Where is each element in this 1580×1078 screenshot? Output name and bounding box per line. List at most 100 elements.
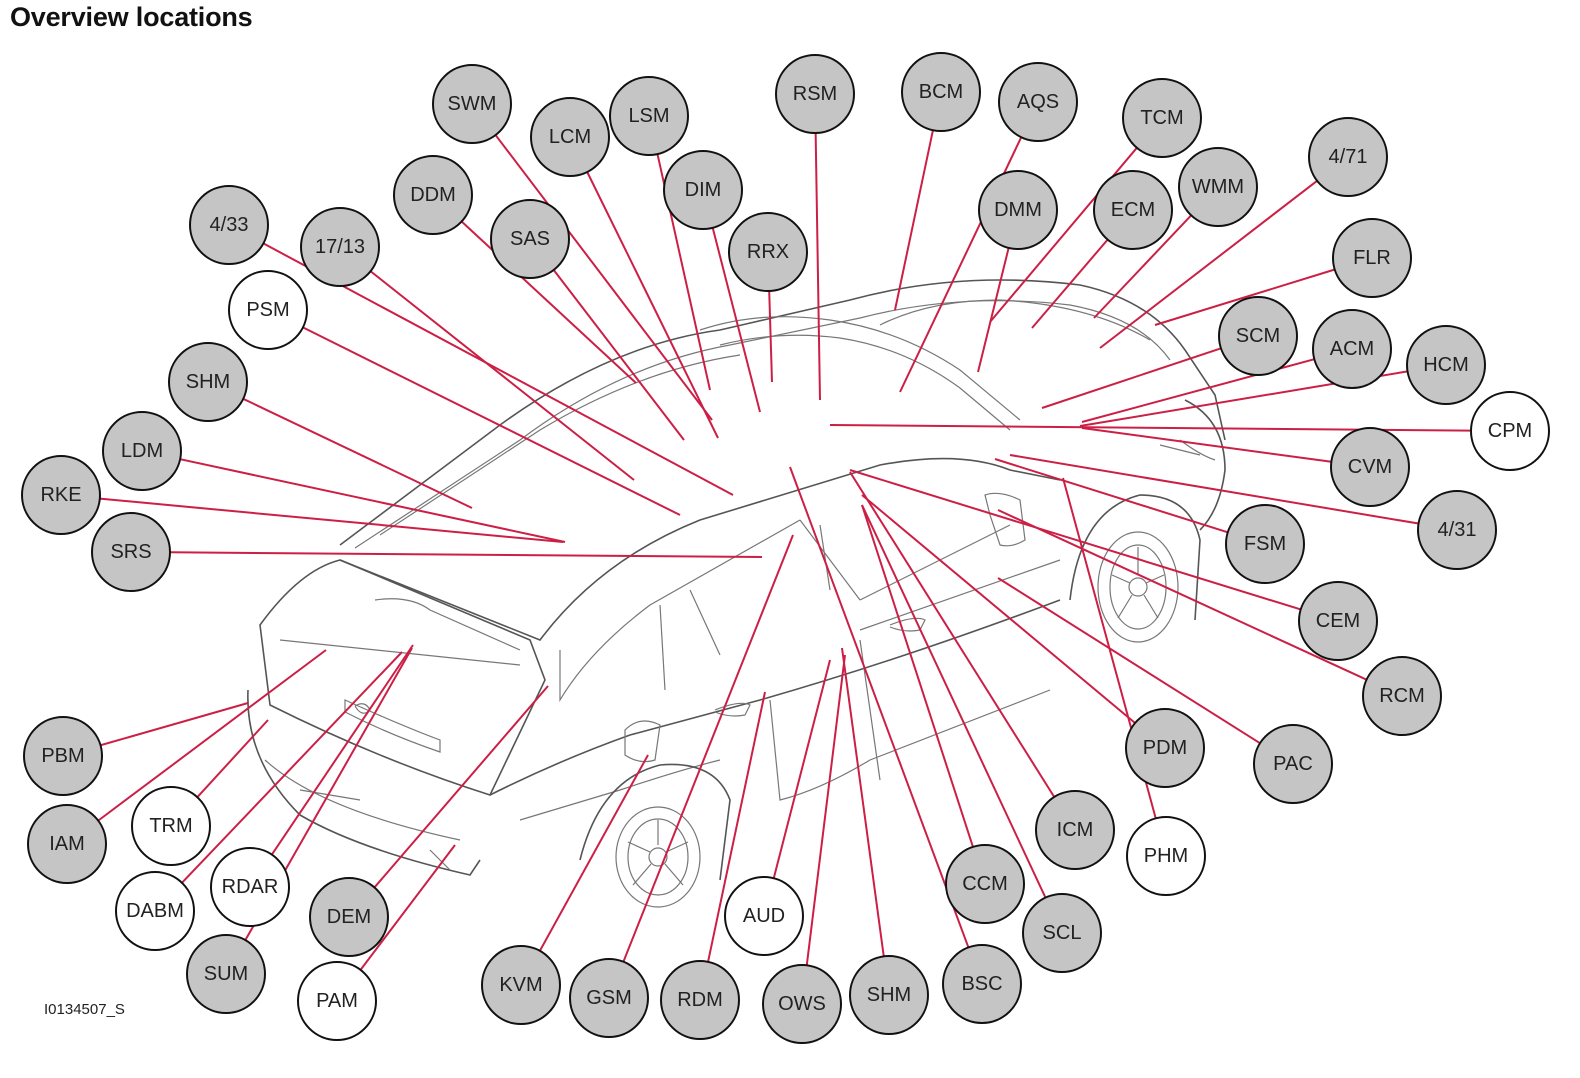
leader-line-rdm — [707, 691, 766, 963]
leader-line-4-31 — [1009, 454, 1419, 525]
module-label: PDM — [1143, 737, 1187, 759]
module-circle — [849, 955, 929, 1035]
module-label: 4/71 — [1329, 146, 1368, 168]
module-label: SWM — [448, 93, 497, 115]
module-label: CEM — [1316, 610, 1360, 632]
module-bubble-bcm: BCM — [901, 52, 981, 132]
module-label: WMM — [1192, 176, 1244, 198]
module-circle — [660, 960, 740, 1040]
module-label: SCL — [1043, 922, 1082, 944]
module-circle — [942, 944, 1022, 1024]
leader-line-scl — [861, 504, 1047, 899]
module-circle — [530, 97, 610, 177]
leader-line-rrx — [768, 290, 773, 383]
leader-line-swm — [494, 134, 713, 421]
module-label: DDM — [410, 184, 456, 206]
module-bubble-icm: ICM — [1035, 790, 1115, 870]
module-label: 4/31 — [1438, 519, 1477, 541]
module-bubble-kvm: KVM — [481, 945, 561, 1025]
module-circle — [432, 64, 512, 144]
leader-line-bcm — [894, 129, 934, 311]
module-bubble-rrx: RRX — [728, 212, 808, 292]
module-circle — [189, 185, 269, 265]
module-bubble-17-13: 17/13 — [300, 207, 380, 287]
module-bubble-phm: PHM — [1126, 816, 1206, 896]
reference-code: I0134507_S — [44, 1001, 125, 1018]
module-circle — [1312, 309, 1392, 389]
module-label: LSM — [628, 105, 669, 127]
leader-line-rke — [99, 497, 564, 543]
module-bubble-iam: IAM — [27, 804, 107, 884]
module-circle — [23, 716, 103, 796]
leader-line-cvm — [1081, 427, 1332, 463]
module-circle — [901, 52, 981, 132]
module-bubble-shm: SHM — [168, 342, 248, 422]
leader-line-ldm — [179, 458, 566, 543]
module-label: PSM — [246, 299, 289, 321]
leader-line-gsm — [622, 534, 794, 963]
module-bubble-rdm: RDM — [660, 960, 740, 1040]
module-bubble-cem: CEM — [1298, 581, 1378, 661]
module-bubble-dabm: DABM — [115, 871, 195, 951]
module-circle — [1035, 790, 1115, 870]
module-circle — [998, 62, 1078, 142]
module-label: ACM — [1330, 338, 1374, 360]
leader-line-rdar — [270, 644, 414, 856]
module-bubble-psm: PSM — [228, 270, 308, 350]
module-label: SHM — [867, 984, 911, 1006]
leader-line-srs — [169, 551, 763, 558]
module-circle — [1093, 170, 1173, 250]
module-label: ICM — [1057, 819, 1094, 841]
module-circle — [1218, 296, 1298, 376]
module-circle — [1253, 724, 1333, 804]
module-label: TCM — [1140, 107, 1183, 129]
leader-line-flr — [1154, 268, 1336, 326]
module-circle — [1406, 325, 1486, 405]
car-drawing — [247, 279, 1226, 908]
leader-line-ecm — [1031, 238, 1109, 329]
module-circle — [1362, 656, 1442, 736]
leader-line-pbm — [100, 702, 249, 747]
leader-line-pdm — [861, 494, 1136, 724]
leader-line-kvm — [538, 754, 649, 952]
module-label: SHM — [186, 371, 230, 393]
module-label: PAM — [316, 990, 358, 1012]
module-circle — [1417, 490, 1497, 570]
leader-line-iam — [97, 649, 327, 822]
module-circle — [186, 934, 266, 1014]
module-circle — [775, 54, 855, 134]
module-circle — [27, 804, 107, 884]
module-bubble-srs: SRS — [91, 512, 171, 592]
module-label: CVM — [1348, 456, 1392, 478]
module-label: LCM — [549, 126, 591, 148]
module-bubble-flr: FLR — [1332, 218, 1412, 298]
leader-line-4-71 — [1099, 180, 1318, 349]
module-circle — [978, 170, 1058, 250]
leader-line-sas — [552, 269, 685, 441]
module-bubble-rsm: RSM — [775, 54, 855, 134]
module-bubble-dem: DEM — [309, 877, 389, 957]
module-label: FLR — [1353, 247, 1391, 269]
module-circle — [228, 270, 308, 350]
module-bubble-pbm: PBM — [23, 716, 103, 796]
leader-line-shm — [841, 647, 885, 957]
module-bubble-sas: SAS — [490, 199, 570, 279]
module-circle — [762, 964, 842, 1044]
module-label: 4/33 — [210, 214, 249, 236]
module-bubble-sum: SUM — [186, 934, 266, 1014]
module-label: IAM — [49, 833, 85, 855]
module-label: SCM — [1236, 325, 1280, 347]
module-label: LDM — [121, 440, 163, 462]
leader-line-pam — [359, 844, 456, 971]
module-circle — [21, 455, 101, 535]
module-bubble-ddm: DDM — [393, 155, 473, 235]
module-bubble-rke: RKE — [21, 455, 101, 535]
leader-line-dabm — [181, 651, 403, 884]
module-bubble-aud: AUD — [724, 876, 804, 956]
module-bubble-ccm: CCM — [945, 844, 1025, 924]
leader-line-wmm — [1093, 214, 1192, 319]
leader-line-scm — [1041, 347, 1222, 409]
module-circle — [481, 945, 561, 1025]
module-bubble-hcm: HCM — [1406, 325, 1486, 405]
